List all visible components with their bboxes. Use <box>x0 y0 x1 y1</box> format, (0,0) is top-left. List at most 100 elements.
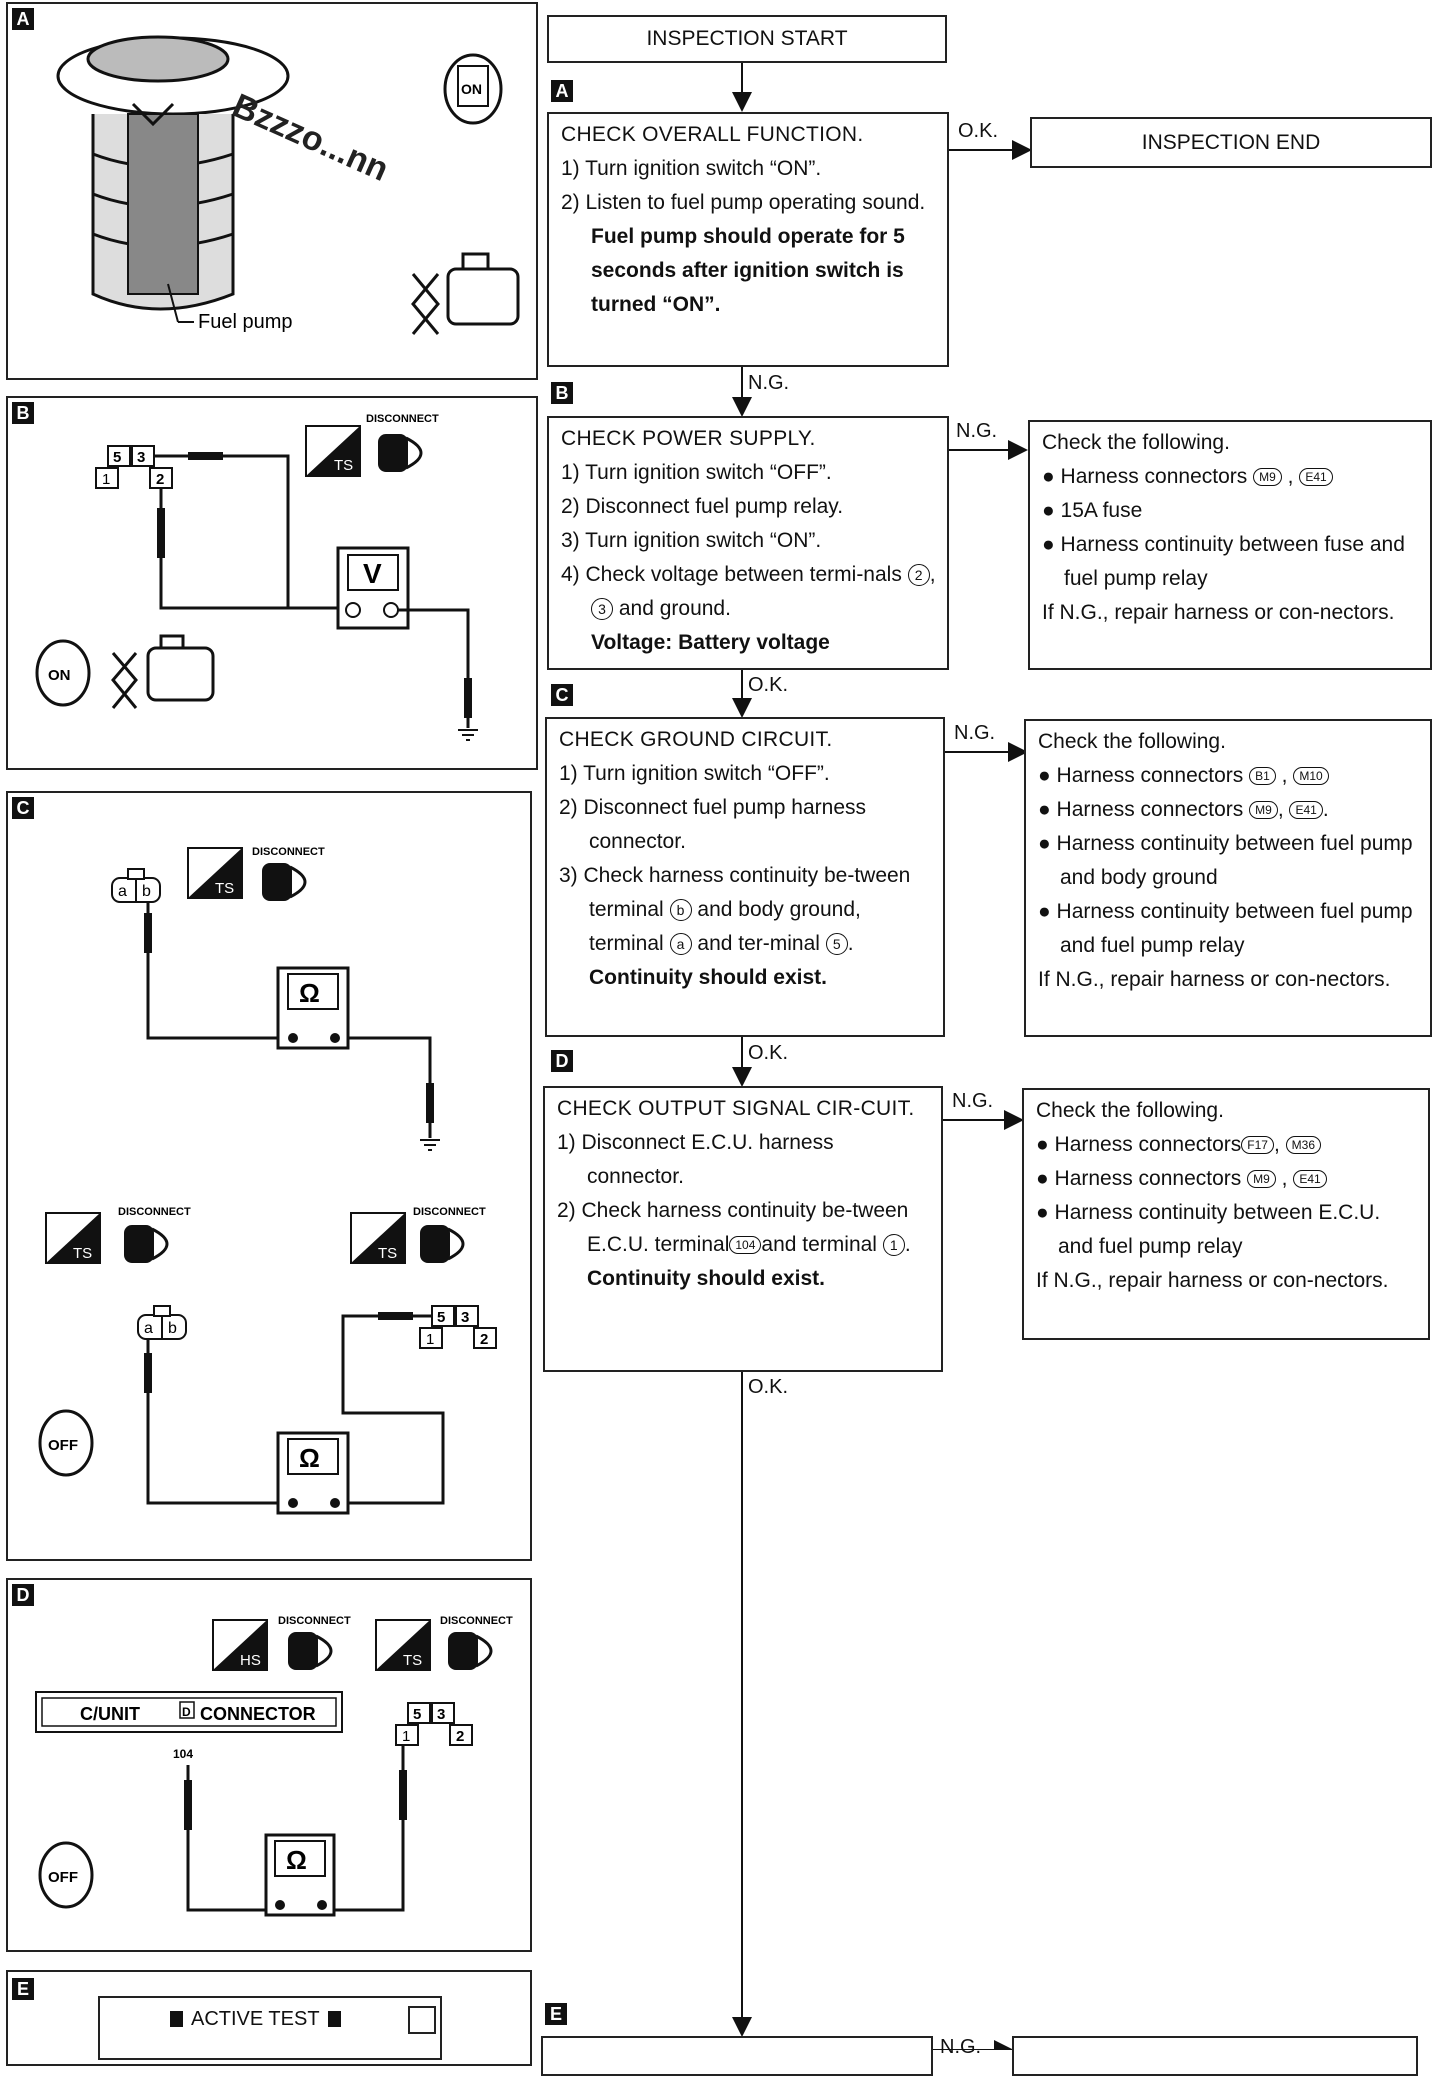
svg-text:CONNECTOR: CONNECTOR <box>200 1704 316 1724</box>
step-tag-c: C <box>551 684 573 706</box>
repair-note: If N.G., repair harness or con-nectors. <box>1036 1269 1389 1292</box>
step-c-box: CHECK GROUND CIRCUIT. 1) Turn ignition s… <box>545 717 945 1037</box>
terminal-104-label: 104 <box>173 1747 193 1761</box>
svg-text:5: 5 <box>413 1706 421 1723</box>
disconnect-connector-icon: DISCONNECT <box>118 1206 191 1263</box>
repair-note: If N.G., repair harness or con-nectors. <box>1042 601 1395 624</box>
step-tag-e: E <box>545 2003 567 2025</box>
svg-text:Ω: Ω <box>299 1443 320 1473</box>
panel-tag: A <box>12 8 34 30</box>
svg-text:TS: TS <box>215 880 234 897</box>
step-instruction: 2) Disconnect fuel pump harness connecto… <box>559 796 866 853</box>
terminal-marker: 3 <box>591 598 613 621</box>
svg-text:TS: TS <box>73 1245 92 1262</box>
step-instruction: 1) Turn ignition switch “OFF”. <box>561 461 832 484</box>
hs-tester-icon: HS <box>212 1619 268 1671</box>
svg-text:HS: HS <box>240 1652 261 1669</box>
ignition-key-icon: ON <box>443 53 503 125</box>
svg-text:OFF: OFF <box>48 1869 78 1886</box>
fuel-pump-connector: a b <box>111 868 161 903</box>
svg-text:2: 2 <box>456 1728 464 1745</box>
step-title: CHECK GROUND CIRCUIT. <box>559 728 833 751</box>
check-item: ● Harness connectors M9, E41. <box>1038 798 1329 821</box>
check-item: ● 15A fuse <box>1042 499 1143 522</box>
svg-text:3: 3 <box>437 1706 445 1723</box>
ng-label: N.G. <box>956 420 998 442</box>
svg-text:TS: TS <box>403 1652 422 1669</box>
terminal-marker: 2 <box>907 564 930 587</box>
step-d-box: CHECK OUTPUT SIGNAL CIR-CUIT. 1) Disconn… <box>543 1086 943 1372</box>
fuel-pump-illustration <box>56 35 290 323</box>
terminal-marker: a <box>669 933 692 956</box>
ohmmeter-icon: Ω <box>276 1431 350 1515</box>
step-instruction: 2) Listen to fuel pump operating sound. <box>561 191 926 214</box>
check-title: Check the following. <box>1036 1099 1224 1122</box>
step-requirement: Fuel pump should operate for 5 seconds a… <box>591 225 905 316</box>
step-tag-a: A <box>551 80 573 102</box>
connector-id: M9 <box>1247 1170 1276 1189</box>
ts-tester-icon: TS <box>45 1212 101 1264</box>
svg-text:1: 1 <box>426 1331 434 1348</box>
step-b-box: CHECK POWER SUPPLY. 1) Turn ignition swi… <box>547 416 949 670</box>
svg-text:DISCONNECT: DISCONNECT <box>118 1206 191 1218</box>
svg-text:3: 3 <box>137 449 145 466</box>
connector-id: M9 <box>1249 801 1278 820</box>
svg-text:Ω: Ω <box>299 978 320 1008</box>
svg-text:3: 3 <box>461 1309 469 1326</box>
svg-text:DISCONNECT: DISCONNECT <box>413 1206 486 1218</box>
connector-id: E41 <box>1299 468 1333 487</box>
check-box-d: Check the following. ● Harness connector… <box>1022 1088 1430 1340</box>
voltmeter-icon: V <box>336 546 410 630</box>
black-square-icon <box>327 2011 341 2027</box>
inspection-end-box: INSPECTION END <box>1030 117 1432 168</box>
disconnect-connector-icon: DISCONNECT <box>252 846 325 901</box>
panel-tag: D <box>12 1584 34 1606</box>
step-title: CHECK POWER SUPPLY. <box>561 427 816 450</box>
ng-label: N.G. <box>954 722 996 744</box>
ts-tester-icon: TS <box>305 425 361 477</box>
step-title: CHECK OVERALL FUNCTION. <box>561 123 864 146</box>
terminal-marker: b <box>669 899 692 922</box>
step-instruction: 1) Disconnect E.C.U. harness connector. <box>557 1131 834 1188</box>
connector-id: E41 <box>1289 801 1323 820</box>
step-instruction: 4) Check voltage between termi-nals 2, 3… <box>561 563 936 621</box>
svg-text:V: V <box>363 558 382 589</box>
step-title: CHECK OUTPUT SIGNAL CIR-CUIT. <box>557 1097 915 1120</box>
disconnect-connector-icon: DISCONNECT <box>366 413 439 472</box>
step-instruction: 3) Turn ignition switch “ON”. <box>561 529 822 552</box>
svg-text:OFF: OFF <box>48 1437 78 1454</box>
svg-text:5: 5 <box>437 1309 445 1326</box>
svg-text:DISCONNECT: DISCONNECT <box>440 1615 513 1627</box>
ohmmeter-icon: Ω <box>276 966 350 1050</box>
repair-note: If N.G., repair harness or con-nectors. <box>1038 968 1391 991</box>
svg-text:D: D <box>182 1705 191 1719</box>
svg-text:Ω: Ω <box>286 1845 307 1875</box>
svg-text:b: b <box>168 1320 177 1337</box>
step-instruction: 1) Turn ignition switch “OFF”. <box>559 762 830 785</box>
step-e-box <box>541 2036 933 2076</box>
step-instruction: 2) Disconnect fuel pump relay. <box>561 495 844 518</box>
connector-id: B1 <box>1249 767 1276 786</box>
panel-d: D HS DISCONNECT TS DISCONNECT C/UNIT D <box>6 1578 532 1952</box>
ok-label: O.K. <box>748 1042 789 1064</box>
step-a-box: CHECK OVERALL FUNCTION. 1) Turn ignition… <box>547 112 949 367</box>
connector-id: M10 <box>1293 767 1329 786</box>
check-title: Check the following. <box>1042 431 1230 454</box>
engine-icon <box>111 634 215 709</box>
step-instruction: 3) Check harness continuity be-tween ter… <box>559 864 911 956</box>
ignition-key-icon: ON <box>35 639 91 707</box>
svg-text:TS: TS <box>334 457 353 474</box>
step-tag-b: B <box>551 382 573 404</box>
ng-label: N.G. <box>952 1090 994 1112</box>
connector-id: E41 <box>1293 1170 1327 1189</box>
disconnect-connector-icon: DISCONNECT <box>440 1615 513 1670</box>
step-instruction: 1) Turn ignition switch “ON”. <box>561 157 822 180</box>
connector-id: F17 <box>1241 1136 1274 1155</box>
svg-text:1: 1 <box>402 1728 410 1745</box>
svg-text:a: a <box>118 883 127 900</box>
active-test-screen: ACTIVE TEST <box>98 1996 442 2060</box>
check-item: ● Harness connectors M9 , E41 <box>1042 460 1420 494</box>
panel-b: B 5 3 1 2 V <box>6 396 538 770</box>
active-test-label: ACTIVE TEST <box>191 2008 320 2030</box>
